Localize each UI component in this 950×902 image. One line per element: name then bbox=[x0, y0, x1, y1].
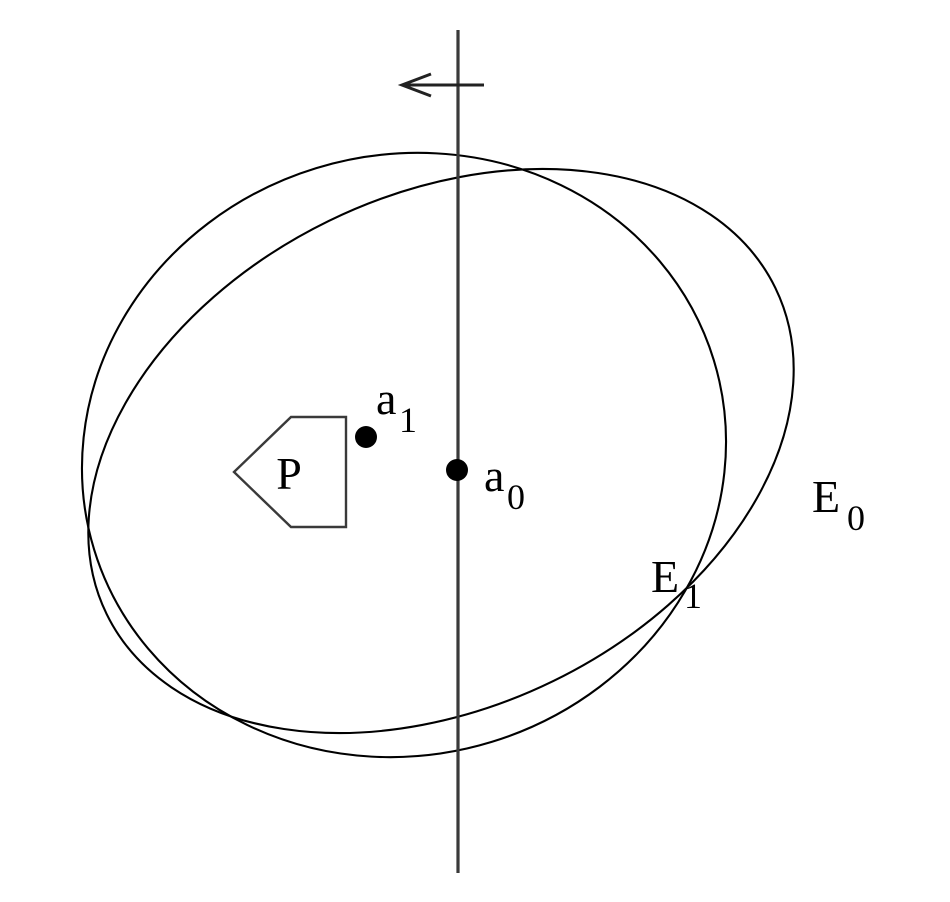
label-e0-subscript: 0 bbox=[847, 498, 865, 538]
label-e0-base: E bbox=[812, 471, 840, 522]
label-a1-subscript: 1 bbox=[399, 400, 417, 440]
polygon-p-label: P bbox=[276, 448, 302, 499]
ellipse-e1 bbox=[80, 151, 728, 759]
ellipse-e0 bbox=[87, 167, 795, 735]
label-e1-base: E bbox=[651, 551, 679, 602]
center-point-a0 bbox=[446, 459, 468, 481]
direction-arrow-head-icon bbox=[397, 72, 432, 98]
label-a0-base: a bbox=[484, 450, 504, 501]
label-a0-subscript: 0 bbox=[507, 477, 525, 517]
polygon-p-shape bbox=[232, 415, 348, 529]
center-point-a1 bbox=[355, 426, 377, 448]
label-a1-base: a bbox=[376, 373, 396, 424]
label-e1-subscript: 1 bbox=[684, 576, 702, 616]
